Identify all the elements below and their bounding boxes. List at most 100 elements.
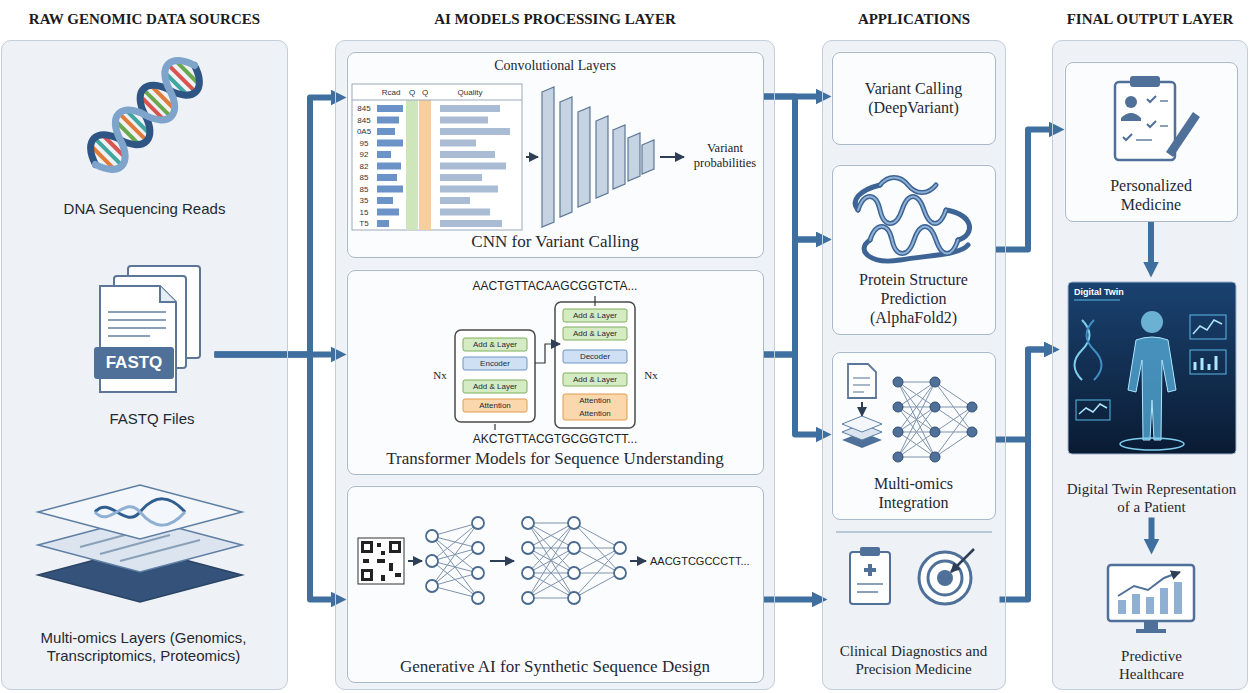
flow-arrow [764, 597, 818, 603]
protein-ribbon-icon [946, 210, 970, 240]
layer-block-label: Decoder [563, 350, 627, 363]
omics-integration-icon [848, 364, 876, 398]
generative-model-icon [522, 567, 534, 579]
generative-model-icon [389, 541, 401, 553]
flow-arrow [1148, 222, 1154, 268]
generative-model-icon [381, 551, 385, 555]
protein-ribbon-icon [858, 197, 946, 224]
row-id: 15 [354, 207, 374, 219]
sequence-text: AACGTCGCCCTT... [650, 554, 760, 569]
omics-integration-icon [853, 378, 870, 392]
generative-model-icon [432, 523, 478, 598]
read-alignment-table [352, 100, 522, 101]
row-id: 0A5 [354, 126, 374, 138]
dna-helix [82, 52, 209, 179]
flow-arrow [1149, 518, 1155, 545]
cnn-layers-icon [613, 125, 625, 189]
box-ground [832, 352, 996, 520]
omics-integration-icon [893, 377, 903, 387]
generative-model-icon [472, 517, 484, 529]
flow-arrow [215, 98, 337, 355]
cnn-layers-icon [542, 87, 684, 227]
flow-arrow [764, 97, 822, 240]
node-label: Variant Calling (DeepVariant) [843, 79, 985, 117]
transformer-architecture [455, 296, 635, 430]
layer-block-label: Attention Attention [563, 394, 627, 420]
panel-heading: APPLICATIONS [803, 10, 1025, 28]
digital-twin-image [1074, 300, 1120, 301]
row-id: 82 [354, 161, 374, 173]
protein-ribbon-icon [880, 178, 936, 193]
generative-model-icon [358, 538, 404, 584]
predictive-monitor-icon [1146, 597, 1154, 614]
omics-integration-icon [893, 377, 977, 462]
transformer-architecture [463, 399, 527, 412]
cnn-layers-icon [596, 116, 608, 198]
node-label: DNA Sequencing Reads [57, 200, 233, 218]
predictive-monitor-icon [1160, 588, 1168, 614]
read-alignment-table [377, 151, 391, 158]
output-box: Personalized Medicine [1065, 62, 1238, 222]
protein-ribbon-icon [870, 227, 958, 254]
omics-layers-icon [95, 507, 185, 525]
layer-block-label: Add & Layer [563, 327, 627, 340]
protein-ribbon-icon [870, 227, 958, 254]
panel-ground [822, 40, 1006, 690]
repeat-count: Nx [428, 368, 452, 382]
omics-layers-icon [38, 485, 242, 539]
node-label: Protein Structure Prediction (AlphaFold2… [845, 270, 983, 328]
panel-heading: RAW GENOMIC DATA SOURCES [0, 10, 307, 28]
generative-model-icon [522, 592, 534, 604]
clinical-icons [836, 531, 992, 533]
dna-helix [82, 52, 209, 179]
generative-model-icon [426, 555, 438, 567]
panel-heading: FINAL OUTPUT LAYER [1033, 10, 1251, 28]
read-alignment-table [440, 186, 498, 193]
omics-integration-icon [930, 427, 940, 437]
column-panel: APPLICATIONSVariant Calling (DeepVariant… [822, 40, 1006, 690]
protein-ribbon-icon [855, 178, 969, 261]
generative-model-icon [377, 559, 385, 563]
protein-ribbon-icon [880, 178, 936, 193]
generative-model-icon [614, 567, 626, 579]
generative-model-icon [395, 573, 401, 577]
fastq-files-icon [160, 286, 176, 302]
column-panel: RAW GENOMIC DATA SOURCESDNA Sequencing R… [1, 40, 288, 690]
read-alignment-table [440, 117, 488, 124]
row-id: T5 [354, 218, 374, 230]
generative-model-icon [358, 517, 646, 604]
omics-integration-icon [893, 427, 903, 437]
node-label: Digital Twin Representation of a Patient [1060, 480, 1244, 516]
image-caption: Digital Twin [1074, 286, 1154, 298]
predictive-monitor-icon [1108, 565, 1194, 621]
node-label: Clinical Diagnostics and Precision Medic… [836, 642, 992, 678]
layer-block-label: Attention [463, 399, 527, 412]
read-alignment-table [440, 105, 510, 227]
read-alignment-table [526, 156, 538, 158]
layer-block-label: Add & Layer [463, 338, 527, 351]
generative-model-icon [614, 542, 626, 554]
read-alignment-table [440, 105, 500, 112]
generative-model-icon [364, 544, 370, 550]
cnn-layers-icon [660, 156, 684, 158]
generative-model-icon [361, 541, 373, 553]
read-alignment-table [377, 140, 403, 147]
cnn-layers-icon [542, 87, 554, 227]
output-label: Variant probabilities [689, 141, 761, 173]
digital-twin-image [1195, 356, 1216, 370]
box-ground [347, 486, 764, 683]
protein-ribbon-icon [858, 178, 958, 254]
omics-integration-icon [930, 377, 940, 387]
read-alignment-table [406, 100, 418, 230]
row-id: 845 [354, 115, 374, 127]
clinical-icons [951, 549, 974, 572]
generative-model-icon [426, 530, 438, 542]
predictive-monitor-icon [1118, 600, 1126, 614]
digital-twin-image [1076, 400, 1110, 420]
row-id: 85 [354, 184, 374, 196]
fastq-files-icon [94, 347, 174, 379]
box-ground [832, 52, 996, 145]
read-alignment-table [440, 209, 490, 216]
